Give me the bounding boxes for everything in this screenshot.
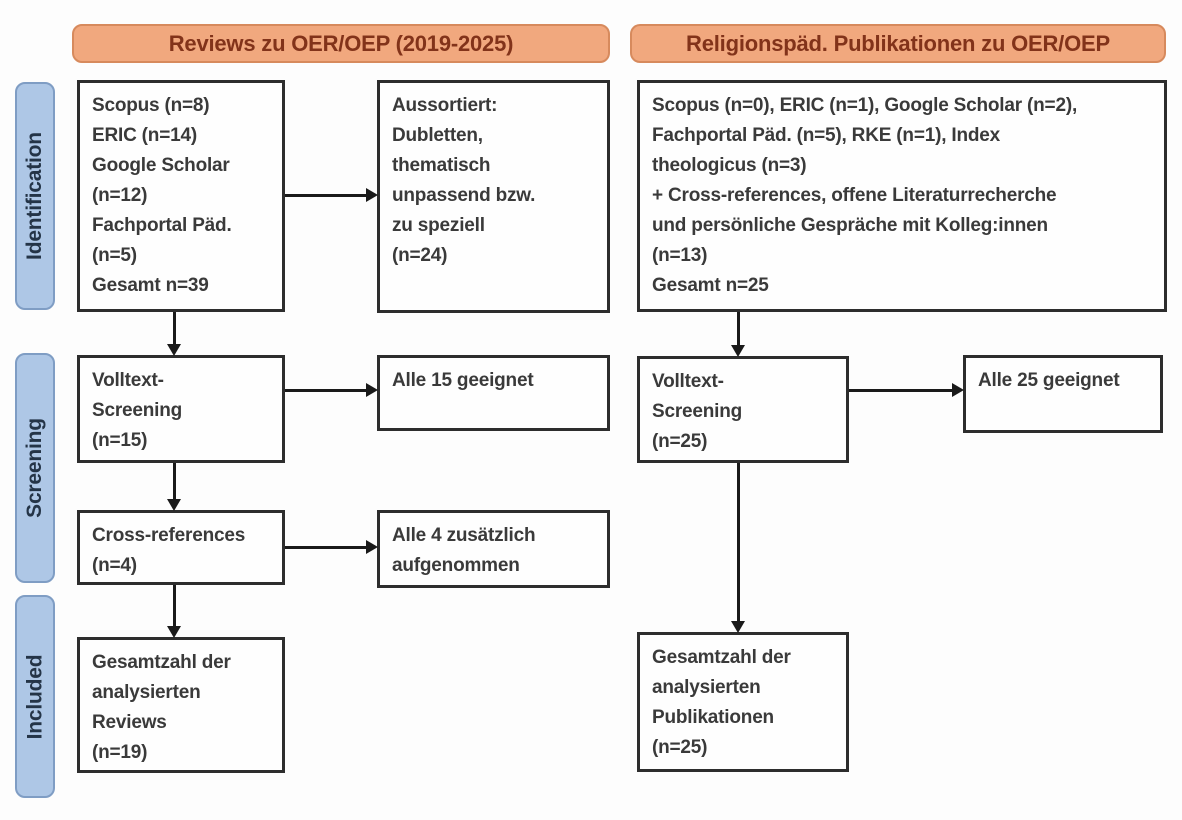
column-header-reviews-label: Reviews zu OER/OEP (2019-2025)	[168, 30, 514, 56]
box-reviews-included-total: Gesamtzahl der analysierten Reviews (n=1…	[77, 637, 285, 773]
column-header-publications-label: Religionspäd. Publikationen zu OER/OEP	[686, 30, 1110, 56]
box-publications-fulltext-screening: Volltext- Screening (n=25)	[637, 356, 849, 463]
column-header-reviews: Reviews zu OER/OEP (2019-2025)	[72, 24, 610, 63]
stage-label-included-text: Included	[23, 654, 46, 739]
arrow-reviews-fulltext-to-crossref	[167, 463, 181, 511]
box-publications-included-total: Gesamtzahl der analysierten Publikatione…	[637, 632, 849, 772]
arrow-reviews-crossref-to-included	[167, 585, 181, 638]
arrow-reviews-crossref-to-added	[285, 540, 378, 554]
box-reviews-sources: Scopus (n=8) ERIC (n=14) Google Scholar …	[77, 80, 285, 312]
box-reviews-excluded: Aussortiert: Dubletten, thematisch unpas…	[377, 80, 610, 313]
box-publications-sources: Scopus (n=0), ERIC (n=1), Google Scholar…	[637, 80, 1167, 312]
box-reviews-fulltext-screening: Volltext- Screening (n=15)	[77, 355, 285, 463]
stage-label-identification: Identification	[15, 82, 55, 310]
arrow-reviews-fulltext-to-eligible	[285, 383, 378, 397]
arrow-publications-sources-to-fulltext	[731, 312, 745, 357]
box-reviews-crossreferences: Cross-references (n=4)	[77, 510, 285, 585]
arrow-reviews-sources-to-fulltext	[167, 312, 181, 356]
arrow-reviews-sources-to-excluded	[285, 188, 378, 202]
stage-label-screening: Screening	[15, 353, 55, 583]
stage-label-screening-text: Screening	[23, 418, 47, 518]
box-reviews-eligible: Alle 15 geeignet	[377, 355, 610, 431]
arrow-publications-fulltext-to-included	[731, 463, 745, 633]
arrow-publications-fulltext-to-eligible	[849, 383, 964, 397]
box-reviews-crossref-added: Alle 4 zusätzlich aufgenommen	[377, 510, 610, 588]
stage-label-included: Included	[15, 595, 55, 798]
stage-label-identification-text: Identification	[23, 132, 46, 260]
column-header-publications: Religionspäd. Publikationen zu OER/OEP	[630, 24, 1166, 63]
box-publications-eligible: Alle 25 geeignet	[963, 355, 1163, 433]
